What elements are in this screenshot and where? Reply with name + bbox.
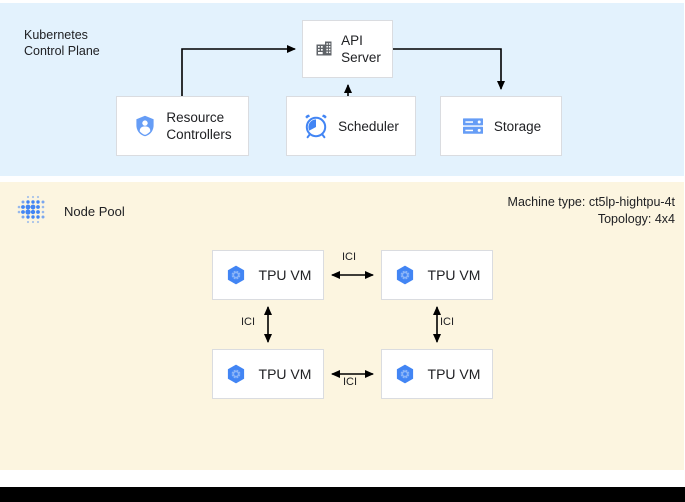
office-building-icon: [316, 41, 332, 56]
tpu-vm-label-2: TPU VM: [258, 366, 312, 382]
tpu-hexagon-icon: [227, 265, 244, 285]
node-pool-dots-icon: [17, 195, 45, 224]
tpu-hexagon-icon: [396, 364, 413, 384]
tpu-vm-box-1[interactable]: TPU VM: [381, 250, 493, 300]
component-box-storage[interactable]: Storage: [440, 96, 562, 156]
topology-text: Topology: 4x4: [597, 212, 675, 226]
ici-label-bottom: ICI: [343, 376, 358, 388]
tpu-hexagon-icon: [396, 265, 413, 285]
component-label-api-server: API Server: [341, 33, 381, 65]
tpu-vm-label-3: TPU VM: [427, 366, 481, 382]
machine-meta: Machine type: ct5lp-hightpu-4t Topology:…: [508, 194, 675, 228]
node-pool-panel: [0, 182, 684, 470]
component-box-resource-controllers[interactable]: Resource Controllers: [116, 96, 249, 156]
tpu-vm-label-1: TPU VM: [427, 267, 481, 283]
tpu-vm-label-0: TPU VM: [258, 267, 312, 283]
component-box-scheduler[interactable]: Scheduler: [286, 96, 416, 156]
shield-person-icon: [136, 115, 154, 137]
component-label-storage: Storage: [493, 118, 542, 134]
tpu-vm-box-2[interactable]: TPU VM: [212, 349, 324, 399]
control-plane-title: Kubernetes Control Plane: [24, 28, 100, 58]
node-pool-title: Node Pool: [64, 204, 125, 219]
bottom-bar: [0, 487, 685, 502]
tpu-vm-box-0[interactable]: TPU VM: [212, 250, 324, 300]
component-box-api-server[interactable]: API Server: [302, 20, 393, 78]
tpu-vm-box-3[interactable]: TPU VM: [381, 349, 493, 399]
ici-label-top: ICI: [342, 251, 357, 263]
component-label-scheduler: Scheduler: [338, 118, 399, 134]
alarm-clock-icon: [305, 114, 327, 139]
server-stack-icon: [462, 118, 483, 134]
ici-label-left: ICI: [241, 316, 256, 328]
ici-label-right: ICI: [440, 316, 455, 328]
machine-type-text: Machine type: ct5lp-hightpu-4t: [507, 195, 675, 209]
component-label-resource-controllers: Resource Controllers: [166, 110, 232, 142]
tpu-hexagon-icon: [227, 364, 244, 384]
